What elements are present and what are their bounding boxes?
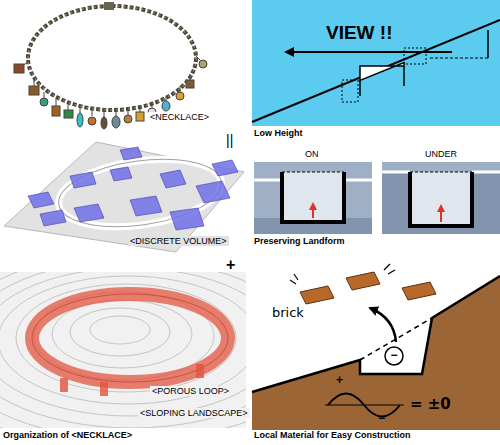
sign-symbol: − xyxy=(390,349,397,363)
panel-caption: Local Material for Easy Construction xyxy=(254,430,411,440)
panel-caption: Organization of <NECKLACE> xyxy=(3,430,132,440)
operator-sign: + xyxy=(226,256,235,274)
landscape-model xyxy=(0,272,246,428)
panel-caption: Preserving Landform xyxy=(254,236,345,246)
brick-sketch xyxy=(252,264,500,430)
sign-symbol: − xyxy=(378,412,385,426)
view-sketch xyxy=(252,0,500,126)
panel-caption: Low Height xyxy=(254,128,303,138)
photo-label: <SLOPING LANDSCAPE> xyxy=(138,408,250,418)
photo-label: <POROUS LOOP> xyxy=(150,386,231,396)
operator-sign: || xyxy=(226,132,233,148)
sketch-text: brick xyxy=(272,306,304,321)
volume-model xyxy=(4,142,244,252)
photo-label: <DISCRETE VOLUME> xyxy=(128,236,229,246)
necklace-photo xyxy=(14,2,207,129)
sketch-text: UNDER xyxy=(425,149,457,159)
landform-sketch xyxy=(254,162,500,234)
sign-symbol: + xyxy=(336,374,343,388)
sketch-text: VIEW !! xyxy=(326,22,393,44)
photo-label: <NECKLACE> xyxy=(148,112,211,122)
sketch-text: ON xyxy=(305,149,319,159)
formula-text: = ±0 xyxy=(410,396,451,413)
